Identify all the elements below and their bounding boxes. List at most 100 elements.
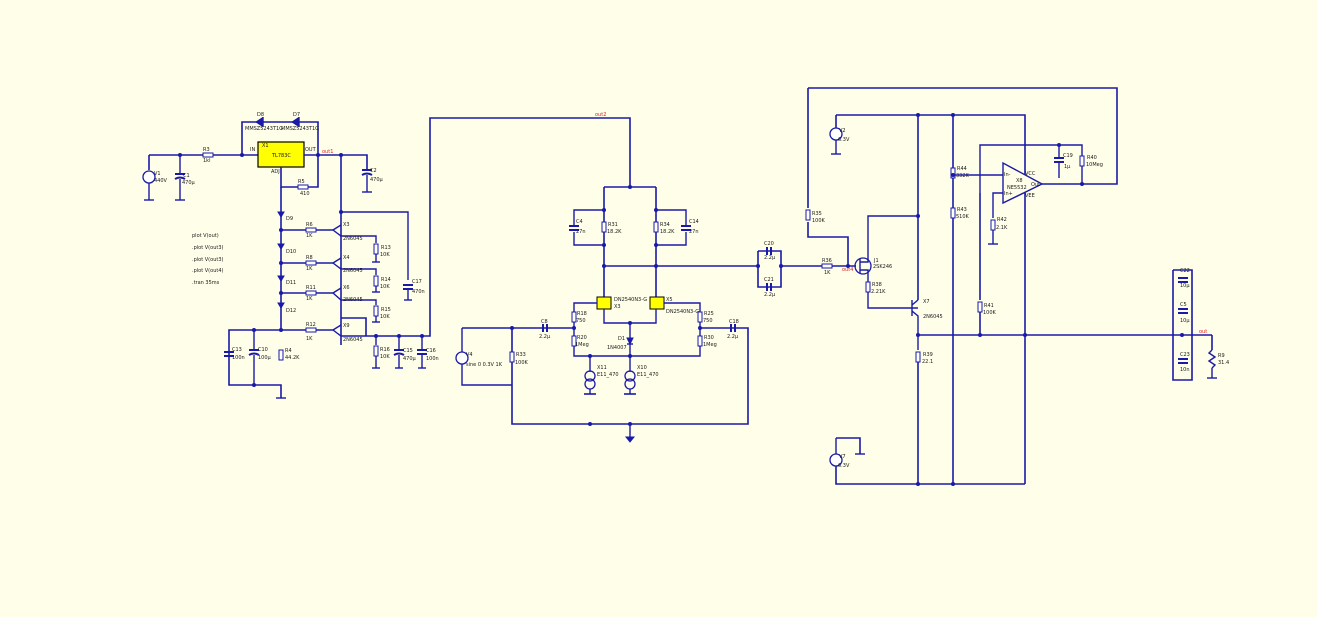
r36-resistor[interactable] <box>821 263 833 269</box>
r42-ref: R42 <box>997 217 1007 223</box>
c14-value: 27n <box>689 229 699 235</box>
net-out4: out4 <box>842 267 853 273</box>
c21-value: 2.2µ <box>764 292 776 298</box>
r40-ref: R40 <box>1087 155 1097 161</box>
r34-value: 18.2K <box>660 229 675 235</box>
r39-resistor[interactable] <box>915 351 921 363</box>
c19-value: 1µ <box>1064 164 1071 170</box>
x5-fet-ref: X5 <box>666 297 673 303</box>
r35-resistor[interactable] <box>805 209 811 221</box>
r36-value: 1K <box>824 270 831 276</box>
c16-ref: C16 <box>426 348 436 354</box>
r9-resistor[interactable] <box>1207 349 1217 369</box>
d12-diode[interactable] <box>277 302 285 309</box>
r18-value: 750 <box>576 318 586 324</box>
r16-resistor[interactable] <box>373 345 379 357</box>
c17-ref: C17 <box>412 279 422 285</box>
r4-value: 44.2K <box>285 355 300 361</box>
x1-regulator[interactable] <box>257 141 305 168</box>
r16-value: 10K <box>380 354 390 360</box>
d8-diode[interactable] <box>255 117 263 127</box>
r42-resistor[interactable] <box>990 219 996 231</box>
r5-resistor[interactable] <box>297 184 309 190</box>
d1-ref: D1 <box>618 336 625 342</box>
x1-in-pin: IN <box>250 147 255 153</box>
r8-ref: R8 <box>306 255 313 261</box>
x8-inp-pin: In+ <box>1004 191 1013 197</box>
x6-value: 2N6045 <box>343 297 363 303</box>
r40-resistor[interactable] <box>1079 155 1085 167</box>
r34-resistor[interactable] <box>653 221 659 233</box>
c18-ref: C18 <box>729 319 739 325</box>
r6-resistor[interactable] <box>305 227 317 233</box>
r38-resistor[interactable] <box>865 281 871 293</box>
r25-ref: R25 <box>704 311 714 317</box>
j1-ref: J1 <box>873 258 879 264</box>
c20-ref: C20 <box>764 241 774 247</box>
d10-diode[interactable] <box>277 243 285 250</box>
x10-current-source[interactable] <box>624 370 636 382</box>
spice-directives: plot V(out) .plot V(out3) .plot V(out3) … <box>192 233 224 286</box>
r42-value: 2.1K <box>996 225 1008 231</box>
r30-resistor[interactable] <box>697 335 703 347</box>
c8-value: 2.2µ <box>539 334 551 340</box>
r15-value: 10K <box>380 314 390 320</box>
x10-ref: X10 <box>637 365 647 371</box>
r8-resistor[interactable] <box>305 260 317 266</box>
c19-ref: C19 <box>1063 153 1073 159</box>
x9-ref: X9 <box>343 323 350 329</box>
r33-value: 100K <box>515 360 529 366</box>
x1-ref: X1 <box>262 143 269 149</box>
x5-fet[interactable] <box>649 296 665 310</box>
r41-resistor[interactable] <box>977 301 983 313</box>
r12-resistor[interactable] <box>305 327 317 333</box>
x3-fet[interactable] <box>596 296 612 310</box>
j1-jfet[interactable] <box>854 257 872 275</box>
c15-ref: C15 <box>403 348 413 354</box>
net-out: out <box>1199 329 1207 335</box>
r25-value: 750 <box>703 318 713 324</box>
r33-resistor[interactable] <box>509 351 515 363</box>
c8-ref: C8 <box>541 319 548 325</box>
r8-value: 1K <box>306 266 313 272</box>
r15-resistor[interactable] <box>373 305 379 317</box>
c2-ref: C2 <box>370 168 377 174</box>
power-supply-section: V1 440V C1 470µ R3 1kl D8 MMSZ5243T1G D7… <box>142 112 631 399</box>
d8-value: MMSZ5243T1G <box>245 126 283 132</box>
r3-ref: R3 <box>203 147 210 153</box>
r9-ref: R9 <box>1218 353 1225 359</box>
r4-resistor[interactable] <box>278 349 284 361</box>
c16-value: 100n <box>426 356 439 362</box>
r5-value: 410 <box>300 191 310 197</box>
x7-ref: X7 <box>923 299 930 305</box>
r31-resistor[interactable] <box>601 221 607 233</box>
c22-value: 10µ <box>1180 283 1190 289</box>
r40-value: 10Meg <box>1086 162 1103 168</box>
d10-ref: D10 <box>286 249 296 255</box>
r15-ref: R15 <box>381 307 391 313</box>
r13-resistor[interactable] <box>373 243 379 255</box>
r12-ref: R12 <box>306 322 316 328</box>
j1-value: 2SK246 <box>873 264 892 270</box>
x11-current-source[interactable] <box>584 370 596 382</box>
r38-ref: R38 <box>872 282 882 288</box>
r6-ref: R6 <box>306 222 313 228</box>
x8-ref: X8 <box>1016 178 1023 184</box>
r14-resistor[interactable] <box>373 275 379 287</box>
r3-resistor[interactable] <box>202 152 214 158</box>
r11-resistor[interactable] <box>305 290 317 296</box>
d1-diode[interactable] <box>626 337 634 346</box>
x11-ref: X11 <box>597 365 607 371</box>
d11-diode[interactable] <box>277 275 285 282</box>
r25-resistor[interactable] <box>697 311 703 323</box>
x5-fet-value: DN2540N3-G <box>666 309 699 315</box>
d9-diode[interactable] <box>277 211 285 218</box>
x1-out-pin: OUT <box>305 147 317 153</box>
c13-value: 100n <box>232 355 245 361</box>
x3-fet-ref: X3 <box>614 304 621 310</box>
r41-value: 100K <box>983 310 997 316</box>
d7-diode[interactable] <box>291 117 299 127</box>
r43-resistor[interactable] <box>950 207 956 219</box>
x8-opamp[interactable] <box>1002 161 1044 205</box>
r20-value: 1Meg <box>575 342 589 348</box>
